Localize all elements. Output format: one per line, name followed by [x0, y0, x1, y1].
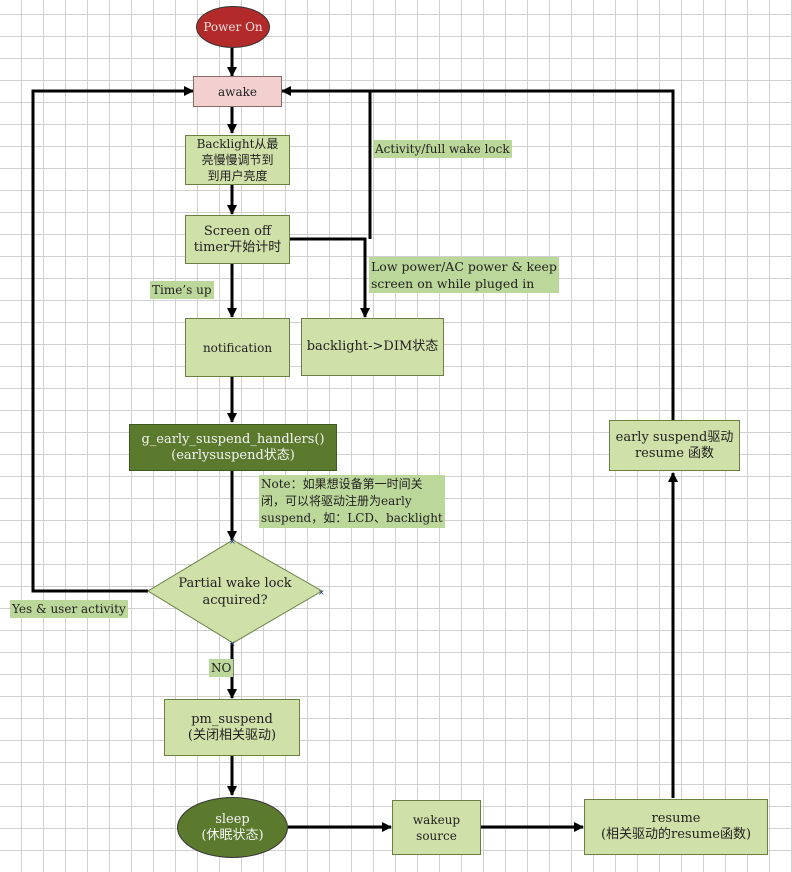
early-suspend-resume-node: early suspend驱动 resume 函数: [609, 420, 740, 471]
pm-suspend-label: pm_suspend (关闭相关驱动): [187, 711, 277, 743]
arrow-yes-loop-to-awake: [31, 86, 194, 593]
pm-suspend-node: pm_suspend (关闭相关驱动): [164, 699, 300, 756]
times-up-label: Time’s up: [150, 281, 214, 299]
screen-off-timer-label: Screen off timer开始计时: [193, 223, 282, 255]
notification-node: notification: [185, 318, 290, 377]
activity-wake-lock-label: Activity/full wake lock: [373, 140, 512, 158]
resume-node: resume (相关驱动的resume函数): [584, 799, 768, 855]
early-suspend-resume-label: early suspend驱动 resume 函数: [615, 429, 734, 461]
sleep-node: sleep (休眠状态): [177, 797, 288, 858]
arrow-earlyresume-to-awake: [281, 86, 675, 420]
partial-wake-lock-text: Partial wake lock acquired?: [148, 570, 322, 614]
no-label: NO: [209, 659, 234, 677]
connection-point-mark: ×: [229, 639, 236, 648]
awake-label: awake: [218, 84, 257, 99]
connection-point-mark: ×: [229, 537, 236, 546]
yes-user-activity-label: Yes & user activity: [10, 600, 128, 618]
wakeup-source-node: wakeup source: [392, 800, 481, 855]
note-label: Note：如果想设备第一时间关 闭，可以将驱动注册为early suspend，…: [259, 475, 445, 528]
low-power-label: Low power/AC power & keep screen on whil…: [369, 257, 559, 293]
backlight-dim-label: backlight->DIM状态: [306, 339, 439, 354]
notification-label: notification: [202, 340, 273, 355]
screen-off-timer-node: Screen off timer开始计时: [185, 215, 290, 264]
arrow-screenoff-to-dim: [290, 237, 370, 318]
wakeup-source-label: wakeup source: [412, 812, 461, 843]
backlight-dim-node: backlight->DIM状态: [301, 318, 444, 376]
partial-wake-lock-label: Partial wake lock acquired?: [178, 576, 292, 608]
early-suspend-handlers-label: g_early_suspend_handlers() (earlysuspend…: [141, 431, 325, 463]
partial-wake-lock-diamond: [147, 539, 323, 644]
sleep-label: sleep (休眠状态): [201, 811, 264, 843]
early-suspend-handlers-node: g_early_suspend_handlers() (earlysuspend…: [129, 424, 337, 471]
awake-node: awake: [193, 76, 282, 107]
connection-point-mark: ×: [318, 588, 325, 597]
power-on-node: Power On: [196, 6, 270, 48]
backlight-adjust-node: Backlight从最 亮慢慢调节到 到用户亮度: [185, 135, 290, 185]
backlight-adjust-label: Backlight从最 亮慢慢调节到 到用户亮度: [196, 137, 279, 183]
resume-label: resume (相关驱动的resume函数): [600, 811, 752, 842]
power-on-label: Power On: [203, 20, 263, 34]
